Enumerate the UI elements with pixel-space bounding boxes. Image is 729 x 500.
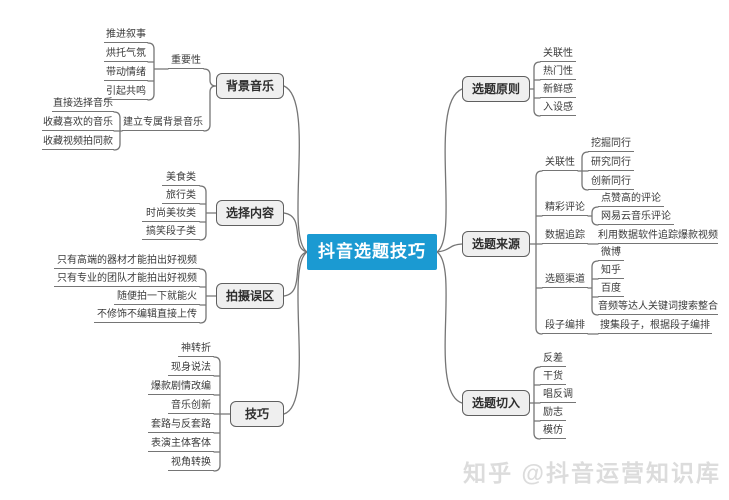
connector-bg-music <box>113 42 217 151</box>
leaf-node: 美食类 <box>162 171 200 186</box>
leaf-node: 搜集段子，根据段子编排 <box>598 319 712 334</box>
connector-sources <box>529 151 599 335</box>
leaf-node: 研究同行 <box>588 156 634 171</box>
subnode-comments: 精彩评论 <box>542 201 588 216</box>
subnode-jokes: 段子编排 <box>542 319 588 334</box>
subnode-channels: 选题渠道 <box>542 273 588 288</box>
leaf-node: 不修饰不编辑直接上传 <box>94 308 200 323</box>
leaf-node: 爆款剧情改编 <box>148 380 214 395</box>
node-bg-music: 背景音乐 <box>216 73 284 99</box>
leaf-node: 模仿 <box>540 424 566 439</box>
node-angles: 选题切入 <box>462 390 530 416</box>
leaf-node: 随便拍一下就能火 <box>114 290 200 305</box>
leaf-node: 表演主体客体 <box>148 437 214 452</box>
leaf-node: 时尚美妆类 <box>142 207 200 222</box>
leaf-node: 创新同行 <box>588 175 634 190</box>
leaf-node: 引起共鸣 <box>104 85 148 100</box>
leaf-node: 烘托气氛 <box>104 47 148 62</box>
connector-skills <box>213 356 231 472</box>
leaf-node: 关联性 <box>540 47 576 62</box>
connector-main <box>283 85 463 415</box>
leaf-node: 收藏视频拍同款 <box>42 135 114 150</box>
leaf-node: 视角转换 <box>168 456 214 471</box>
leaf-node: 入设感 <box>540 101 576 116</box>
leaf-node: 百度 <box>598 282 624 297</box>
leaf-node: 新鲜感 <box>540 83 576 98</box>
leaf-node: 直接选择音乐 <box>52 97 114 112</box>
connector-principles <box>529 61 541 117</box>
leaf-node: 微博 <box>598 246 624 261</box>
connector-content <box>199 185 217 241</box>
node-sources: 选题来源 <box>462 231 530 257</box>
leaf-node: 网易云音乐评论 <box>598 210 674 225</box>
leaf-node: 收藏喜欢的音乐 <box>42 116 114 131</box>
leaf-node: 知乎 <box>598 264 624 279</box>
leaf-node: 搞笑段子类 <box>142 225 200 240</box>
leaf-node: 唱反调 <box>540 388 576 403</box>
central-topic: 抖音选题技巧 <box>307 234 437 270</box>
node-skills: 技巧 <box>230 401 284 427</box>
node-content: 选择内容 <box>216 200 284 226</box>
subnode-importance: 重要性 <box>168 54 204 69</box>
leaf-node: 推进叙事 <box>104 28 148 43</box>
leaf-node: 热门性 <box>540 65 576 80</box>
connector-mistakes <box>199 268 217 324</box>
leaf-node: 旅行类 <box>162 189 200 204</box>
watermark: 知乎 @抖音运营知识库 <box>463 460 721 486</box>
leaf-node: 挖掘同行 <box>588 137 634 152</box>
leaf-node: 神转折 <box>178 342 214 357</box>
node-principles: 选题原则 <box>462 76 530 102</box>
subnode-exclusive-music: 建立专属背景音乐 <box>122 116 204 131</box>
leaf-node: 励志 <box>540 406 566 421</box>
leaf-node: 音频等达人关键词搜索整合 <box>598 300 718 315</box>
leaf-node: 点赞高的评论 <box>598 192 664 207</box>
subnode-relevance: 关联性 <box>542 156 578 171</box>
leaf-node: 只有高端的器材才能拍出好视频 <box>54 254 200 269</box>
node-mistakes: 拍摄误区 <box>216 283 284 309</box>
leaf-node: 反差 <box>540 352 566 367</box>
leaf-node: 音乐创新 <box>168 399 214 414</box>
connector-angles <box>529 366 541 440</box>
leaf-node: 现身说法 <box>168 361 214 376</box>
leaf-node: 只有专业的团队才能拍出好视频 <box>54 272 200 287</box>
subnode-data-track: 数据追踪 <box>542 229 588 244</box>
leaf-node: 套路与反套路 <box>148 418 214 433</box>
leaf-node: 利用数据软件追踪爆款视频 <box>598 229 718 244</box>
leaf-node: 干货 <box>540 370 566 385</box>
leaf-node: 带动情绪 <box>104 66 148 81</box>
